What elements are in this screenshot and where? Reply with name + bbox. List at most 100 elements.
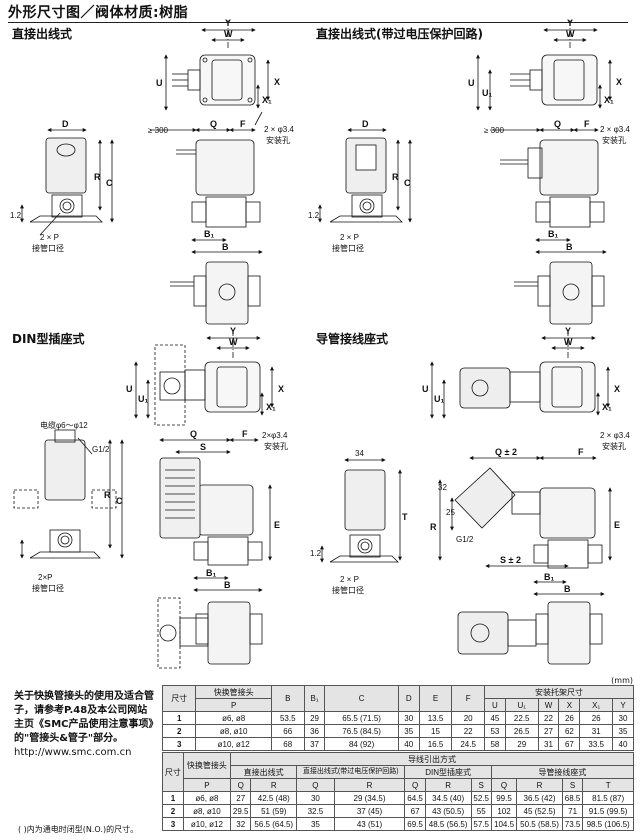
conduit-top-view [430,330,610,419]
din-dim-c: C [116,496,123,506]
table-cell: 22.5 [504,711,539,725]
table-cell: 67 [558,737,581,751]
surge-dim-d: D [362,119,369,129]
table-cell: 36.5 (42) [516,791,563,805]
din-mount-holes-text: 安装孔 [264,441,288,451]
din-dim-x: X [278,384,284,394]
group-direct-surge: 直接出线式(带过电压保护回路) [296,765,406,779]
unit-label: (mm) [611,676,633,685]
table-cell: 30 [397,711,420,725]
surge-dim-r: R [392,172,399,182]
col2-r: R [333,778,406,792]
col-bracket: 安装托架尺寸 [483,685,635,699]
table-cell: 27 [230,791,252,805]
table-cell: 68.5 [561,791,584,805]
conduit-port-label: 2 × P [340,575,359,584]
table-cell: 68 [270,737,305,751]
table-row: 3 ø10, ø12 32 56.5 (64.5) 35 43 (51) 69.… [162,817,634,831]
surge-dim-u: U [468,78,475,88]
table-cell: 24.5 [451,737,485,751]
dimension-drawings: Y W U X X₁ D Q F R C B₁ B Y W U U₁ X X₁ … [10,18,630,669]
lead-length: ≥ 300 [148,126,169,135]
din-dim-e: E [274,520,280,530]
table-cell: 2 [161,724,197,738]
table-cell: 31 [579,724,614,738]
table-cell: 27 [537,724,560,738]
col2-r: R [516,778,563,792]
table-cell: 84 (92) [324,737,399,751]
dim-b: B [222,242,229,252]
table-cell: 16.5 [418,737,453,751]
dim-f: F [240,119,246,129]
mount-holes-label: 2 × φ3.4 [264,125,294,134]
col2-size: 尺寸 [162,752,184,792]
conduit-dim-r: R [430,522,437,532]
din-dim-r: R [104,490,111,500]
table-cell: 1 [162,791,184,805]
col2-s: S [561,778,584,792]
table-cell: 20 [451,711,485,725]
table-cell: ø10, ø12 [195,737,272,751]
group-direct: 直接出线式 [230,765,298,779]
conduit-mount-holes-text: 安装孔 [602,441,626,451]
col2-port-p: P [182,778,232,792]
table-cell: 26.5 [504,724,539,738]
dimension-table-basic: 尺寸 快换管接头 B B₁ C D E F 安装托架尺寸 P U U₁ W X … [161,685,635,751]
table-row: 3 ø10, ø12 68 37 84 (92) 40 16.5 24.5 58… [161,737,634,751]
website-link[interactable]: http://www.smc.com.cn [14,747,132,758]
surge-dim-b1: B₁ [548,229,558,239]
surge-mount-holes-text: 安装孔 [602,135,626,145]
dimension-table-wiring: 尺寸 快换管接头 导线引出方式 直接出线式 直接出线式(带过电压保护回路) DI… [162,752,635,831]
section-title-direct: 直接出线式 [12,27,73,41]
table-cell: 69.5 [404,817,426,831]
din-dim-b: B [224,580,231,590]
surge-port-text: 接管口径 [332,243,364,253]
din-dim-x1: X₁ [266,402,276,412]
col-c: C [324,685,399,712]
conduit-dim-s: S ± 2 [500,555,521,565]
din-front-view [159,438,272,592]
table-cell: 99.5 [490,791,518,805]
surge-front-view [490,128,607,254]
table-cell: 98.5 (106.5) [582,817,634,831]
dim-u: U [156,78,163,88]
din-mount-holes-label: 2×φ3.4 [262,431,288,440]
table-cell: 29 (34.5) [333,791,406,805]
surge-mount-holes-label: 2 × φ3.4 [600,125,630,134]
dim-b1: B₁ [204,229,214,239]
page-title: 外形尺寸图／阀体材质:树脂 [8,5,189,21]
table-cell: 26 [579,711,614,725]
table-cell: 66 [270,724,305,738]
din-dim-b1: B₁ [206,568,216,578]
table-row: 2 ø8, ø10 29.5 51 (59) 32.5 37 (45) 67 4… [162,804,634,818]
col2-r: R [250,778,298,792]
direct-top-view [164,20,270,126]
table-cell: 33.5 [579,737,614,751]
table-cell: ø6, ø8 [182,791,232,805]
table-cell: 56.5 (64.5) [250,817,298,831]
table-cell: 64.5 [404,791,426,805]
conduit-bottom-view [457,601,603,665]
conduit-dim-t: T [402,512,408,522]
table-cell: 76.5 (84.5) [324,724,399,738]
table-cell: 37 (45) [333,804,406,818]
din-cable-label: 电缆φ6～φ12 [40,420,88,430]
col2-q: Q [404,778,426,792]
surge-dim-u1: U₁ [482,88,492,98]
table-cell: 50.5 (58.5) [516,817,563,831]
surge-lead-length: ≥ 300 [484,126,505,135]
col-port-p: P [195,698,272,712]
direct-bottom-view [170,261,261,325]
conduit-dim-x: X [614,384,620,394]
table-row: 1 ø6, ø8 27 42.5 (48) 30 29 (34.5) 64.5 … [162,791,634,805]
table-cell: 36 [303,724,326,738]
group-conduit: 导管接线座式 [490,765,635,779]
conduit-dim-u1: U₁ [434,394,444,404]
col-u: U [483,698,506,712]
conduit-mount-holes-label: 2 × φ3.4 [600,431,630,440]
col2-q: Q [296,778,335,792]
table-cell: 31 [537,737,560,751]
table-cell: 30 [612,711,634,725]
table-cell: 13.5 [418,711,453,725]
din-dim-u1: U₁ [138,394,148,404]
